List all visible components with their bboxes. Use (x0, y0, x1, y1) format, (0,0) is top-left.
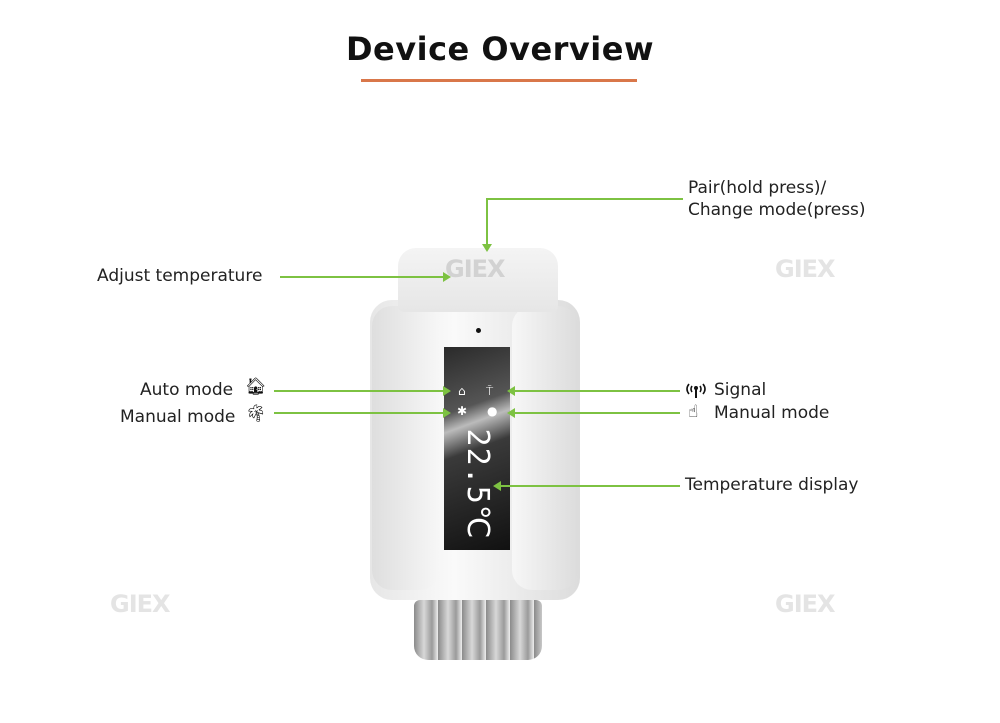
watermark: GIEX (775, 590, 836, 618)
arrow-head (443, 408, 451, 418)
label-manual-mode-left: Manual mode (120, 407, 236, 427)
left-panel (372, 306, 440, 590)
title-underline (361, 79, 637, 82)
label-pair: Pair(hold press)/ (688, 178, 827, 198)
arrow-head (482, 244, 492, 252)
pointer-line (487, 198, 683, 200)
label-temperature-display: Temperature display (685, 475, 859, 495)
arrow-head (507, 386, 515, 396)
arrow-head (443, 272, 451, 282)
label-auto-mode: Auto mode (140, 380, 234, 400)
pair-button[interactable] (476, 328, 481, 333)
hand-pointer-icon: ☝︎ (688, 402, 699, 422)
page-title: Device Overview (345, 30, 655, 68)
watermark: GIEX (110, 590, 171, 618)
arrow-head (443, 386, 451, 396)
hand-pointer-icon: ● (487, 404, 498, 418)
watermark: GIEX (775, 255, 836, 283)
arrow-head (507, 408, 515, 418)
arrow-head (493, 481, 501, 491)
lcd-screen (444, 347, 510, 550)
label-signal: Signal (714, 380, 767, 400)
antenna-signal-icon (686, 383, 706, 398)
palm-tree-icon: ✱ (457, 404, 468, 418)
mounting-nut (414, 600, 542, 660)
pointer-line (500, 485, 680, 487)
pointer-line (280, 276, 444, 278)
pointer-line (274, 390, 444, 392)
watermark: GIEX (445, 255, 506, 283)
temperature-knob[interactable] (398, 248, 558, 312)
pointer-line (486, 198, 488, 246)
house-icon: 🏠︎ (245, 377, 267, 397)
label-adjust-temperature: Adjust temperature (97, 266, 263, 286)
pointer-line (274, 412, 444, 414)
palm-tree-icon: 🌴︎ (245, 404, 267, 424)
house-icon: ⌂ (458, 384, 466, 398)
label-change-mode: Change mode(press) (688, 200, 866, 220)
temperature-readout: 22.5℃ (460, 428, 495, 540)
right-panel (512, 306, 578, 590)
label-manual-mode-right: Manual mode (714, 403, 830, 423)
pointer-line (514, 390, 680, 392)
pointer-line (514, 412, 680, 414)
antenna-signal-icon: ⍑ (486, 384, 494, 398)
